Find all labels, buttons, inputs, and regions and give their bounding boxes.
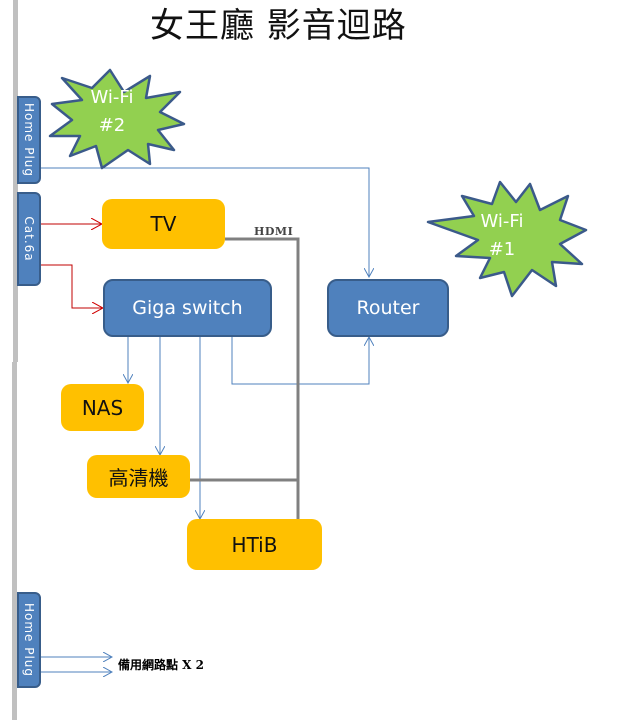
spare-ports-label: 備用網路點 X 2: [118, 658, 205, 672]
left-edge-bar-lower: [12, 362, 17, 720]
home-plug-bottom-tab[interactable]: Home Plug: [17, 592, 41, 688]
line-switch-router: [231, 337, 369, 385]
line-homeplug-router: [40, 167, 369, 277]
left-edge-bar-upper: [13, 0, 18, 362]
hd-player-label: 高清機: [108, 466, 169, 490]
hdmi-label: HDMI: [254, 225, 294, 238]
hdmi-line-tv: [225, 237, 300, 520]
line-cat6a-switch: [40, 264, 103, 308]
nas-label: NAS: [81, 395, 124, 420]
cat6a-tab[interactable]: Cat.6a: [17, 192, 41, 286]
cat6a-label: Cat.6a: [22, 216, 36, 262]
giga-switch-label: Giga switch: [132, 297, 243, 319]
wifi-1-star-icon: [426, 180, 588, 298]
home-plug-bottom-label: Home Plug: [22, 602, 36, 678]
wifi-2-number: #2: [98, 115, 126, 136]
wifi-2-name: Wi-Fi: [90, 87, 134, 108]
hd-player-node[interactable]: 高清機: [87, 455, 190, 498]
tv-label: TV: [150, 212, 177, 236]
htib-node[interactable]: HTiB: [187, 519, 322, 570]
router-node[interactable]: Router: [327, 279, 449, 337]
wifi-2-star-icon: [48, 68, 186, 170]
wifi-1-number: #1: [488, 239, 516, 260]
router-label: Router: [356, 297, 420, 319]
giga-switch-node[interactable]: Giga switch: [103, 279, 272, 337]
tv-node[interactable]: TV: [102, 199, 225, 249]
home-plug-top-label: Home Plug: [22, 102, 36, 178]
wifi-1-label: Wi-Fi #1: [472, 208, 532, 264]
nas-node[interactable]: NAS: [61, 384, 144, 431]
htib-label: HTiB: [231, 532, 278, 557]
home-plug-top-tab[interactable]: Home Plug: [17, 96, 41, 184]
wifi-2-label: Wi-Fi #2: [82, 84, 142, 140]
wifi-1-name: Wi-Fi: [480, 211, 524, 232]
diagram-title: 女王廳 影音迴路: [150, 6, 407, 46]
